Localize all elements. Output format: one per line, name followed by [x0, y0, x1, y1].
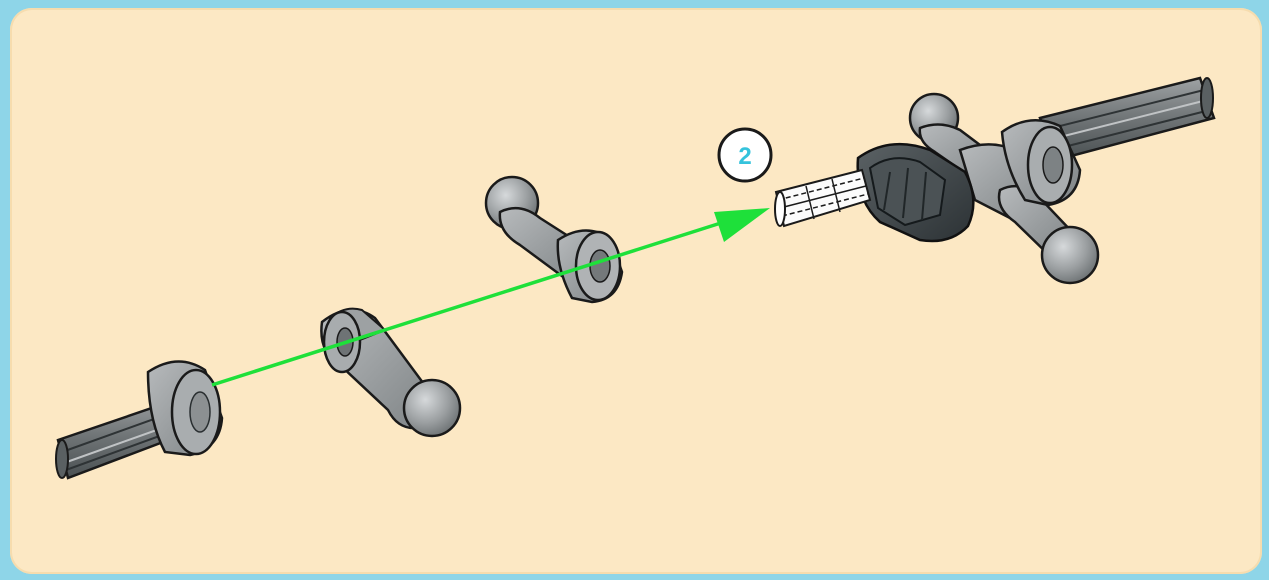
lever-arm-ball-upper [486, 177, 622, 302]
assembly-arrow [212, 208, 770, 385]
step-number: 2 [738, 143, 751, 170]
axle-with-bush [56, 361, 222, 478]
step-callout: 2 [719, 129, 771, 181]
double-ball-joint-assembly [775, 78, 1214, 283]
